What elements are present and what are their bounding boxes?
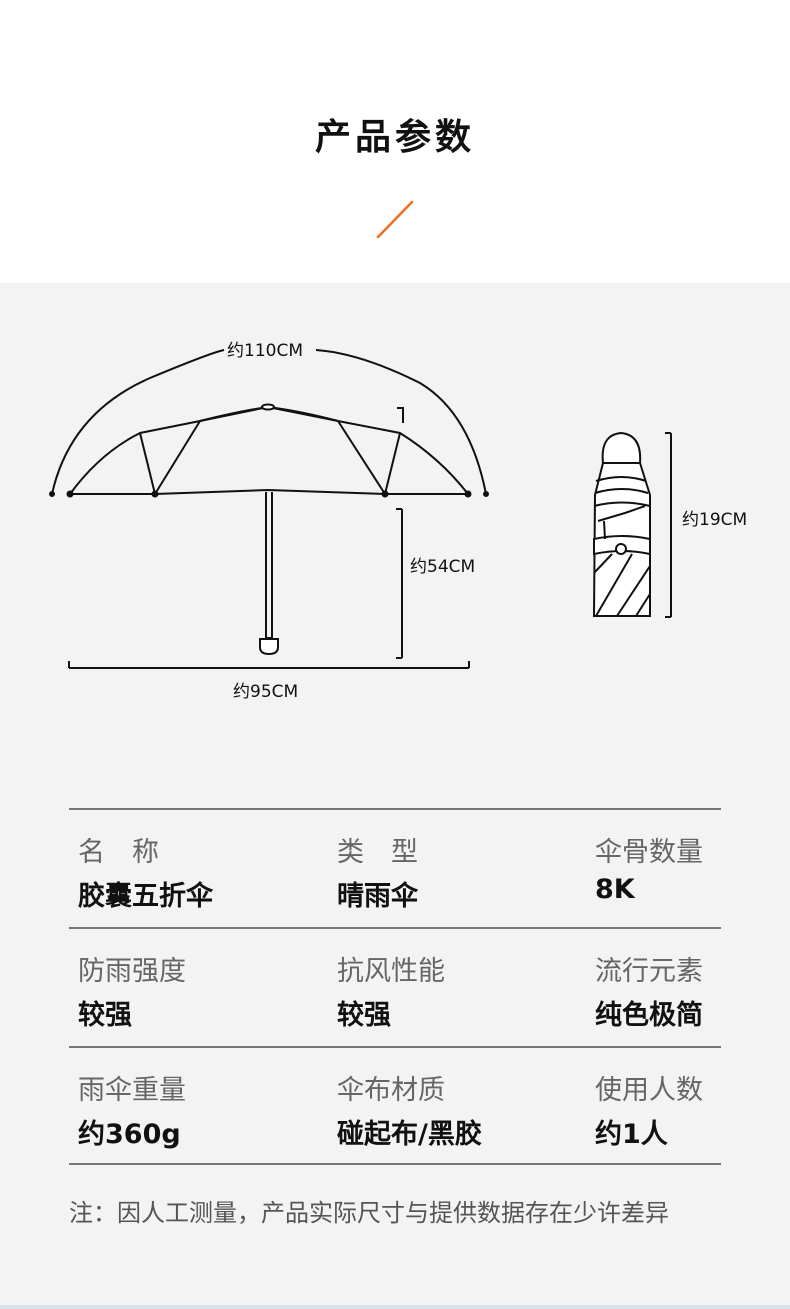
width-dimension-line (68, 661, 470, 669)
spec-label: 防雨强度 (78, 956, 186, 987)
spec-label: 流行元素 (595, 956, 703, 987)
width-label: 约95CM (233, 682, 298, 702)
spec-value: 8K (595, 874, 635, 905)
bottom-divider (0, 1305, 790, 1309)
spec-value: 约360g (78, 1119, 181, 1150)
spec-cell-style: 流行元素 纯色极简 (595, 929, 790, 1046)
page-title: 产品参数 (314, 117, 475, 158)
closed-length-dimension-line (665, 432, 672, 618)
spec-cell-weight: 雨伞重量 约360g (78, 1048, 308, 1165)
spec-value: 较强 (337, 1000, 391, 1031)
spec-cell-ribs: 伞骨数量 8K (595, 810, 790, 927)
height-label: 约54CM (410, 557, 475, 577)
arc-length-label: 约110CM (227, 341, 303, 361)
spec-label: 类 型 (337, 837, 418, 868)
spec-row: 名 称 胶囊五折伞 类 型 晴雨伞 伞骨数量 8K (69, 808, 721, 927)
spec-value: 较强 (78, 1000, 132, 1031)
closed-umbrella-illustration (592, 431, 651, 617)
spec-label: 伞骨数量 (595, 837, 703, 868)
spec-value: 胶囊五折伞 (78, 881, 213, 912)
spec-value: 约1人 (595, 1119, 668, 1150)
spec-value: 晴雨伞 (337, 881, 418, 912)
spec-label: 名 称 (78, 837, 159, 868)
spec-cell-wind-resistance: 抗风性能 较强 (337, 929, 567, 1046)
spec-value: 碰起布/黑胶 (337, 1119, 482, 1150)
spec-row: 雨伞重量 约360g 伞布材质 碰起布/黑胶 使用人数 约1人 (69, 1046, 721, 1165)
spec-label: 抗风性能 (337, 956, 445, 987)
spec-cell-capacity: 使用人数 约1人 (595, 1048, 790, 1165)
spec-row: 防雨强度 较强 抗风性能 较强 流行元素 纯色极简 (69, 927, 721, 1046)
parameters-panel: 约110CM 约54CM 约95CM (0, 283, 790, 1309)
spec-cell-type: 类 型 晴雨伞 (337, 810, 567, 927)
open-umbrella-illustration (49, 349, 489, 656)
spec-cell-fabric: 伞布材质 碰起布/黑胶 (337, 1048, 567, 1165)
spec-value: 纯色极简 (595, 1000, 703, 1031)
closed-length-label: 约19CM (682, 510, 747, 530)
specs-table: 名 称 胶囊五折伞 类 型 晴雨伞 伞骨数量 8K 防雨强度 较强 抗风性能 较… (69, 808, 721, 1165)
umbrella-diagram: 约110CM 约54CM 约95CM (49, 341, 747, 702)
spec-label: 雨伞重量 (78, 1075, 186, 1106)
spec-cell-name: 名 称 胶囊五折伞 (78, 810, 308, 927)
measurement-note: 注：因人工测量，产品实际尺寸与提供数据存在少许差异 (69, 1199, 669, 1227)
spec-label: 使用人数 (595, 1075, 703, 1106)
height-dimension-line (396, 508, 403, 659)
spec-label: 伞布材质 (337, 1075, 445, 1106)
spec-cell-rain-resistance: 防雨强度 较强 (78, 929, 308, 1046)
header-section: 产品参数 (0, 0, 790, 283)
orange-slash-icon (376, 200, 414, 239)
